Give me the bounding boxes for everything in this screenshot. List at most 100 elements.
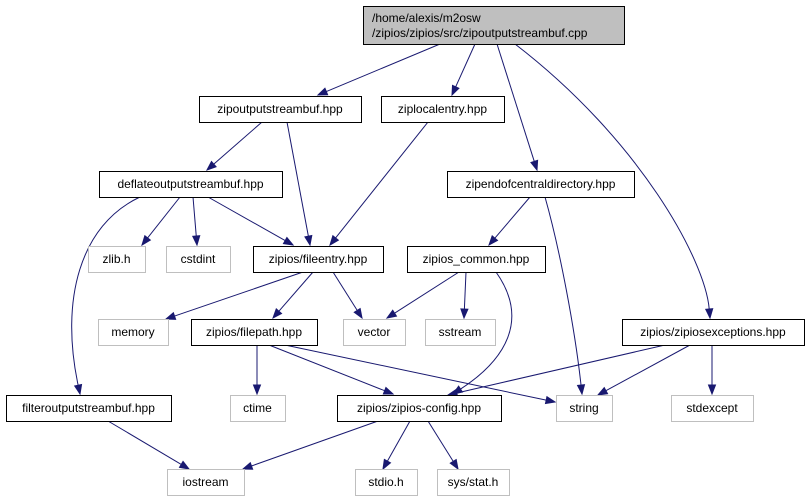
- arrowhead: [164, 311, 177, 320]
- edge-root-to-zipendofcentraldirectory_hpp: [496, 43, 539, 172]
- edge-zipendofcentraldirectory_hpp-to-zipios_common_hpp: [488, 196, 531, 247]
- arrowhead: [252, 384, 262, 396]
- node-label: zipendofcentraldirectory.hpp: [466, 177, 616, 191]
- node-box: [671, 395, 754, 422]
- edge-filepath_hpp-to-ctime: [252, 345, 262, 396]
- edge-zipiosexceptions_hpp-to-stdexcept: [707, 345, 717, 396]
- node-ctime: ctime: [230, 395, 286, 422]
- arrowhead: [178, 460, 191, 470]
- edge-line: [107, 420, 182, 465]
- edge-zipios_config_hpp-to-iostream: [241, 420, 379, 470]
- edge-zipiosexceptions_hpp-to-string: [596, 344, 691, 396]
- node-label: sstream: [439, 325, 482, 339]
- arrowhead: [530, 159, 539, 172]
- edge-filepath_hpp-to-zipios_config_hpp: [268, 344, 395, 395]
- edge-line: [207, 196, 286, 242]
- arrowhead: [73, 383, 83, 396]
- edge-line: [514, 43, 710, 310]
- edge-deflateoutputstreambuf_hpp-to-fileentry_hpp: [207, 196, 295, 246]
- arrowhead: [596, 386, 609, 396]
- node-box: [343, 319, 406, 346]
- edge-line: [251, 420, 379, 467]
- node-zipiosexceptions-hpp[interactable]: zipios/zipiosexceptions.hpp: [622, 319, 805, 346]
- node-deflateoutputstreambuf-hpp[interactable]: deflateoutputstreambuf.hpp: [99, 171, 283, 198]
- edge-line: [326, 43, 441, 92]
- node-label: zipoutputstreambuf.hpp: [217, 102, 343, 116]
- node-box: [381, 96, 505, 123]
- node-box: [447, 171, 635, 198]
- node-box: [230, 395, 286, 422]
- edge-root-to-zipiosexceptions_hpp: [514, 43, 714, 320]
- node-label: memory: [111, 325, 154, 339]
- node-label: ctime: [243, 401, 272, 415]
- edge-zipios_common_hpp-to-vector: [385, 271, 460, 319]
- edge-deflateoutputstreambuf_hpp-to-zlib_h: [141, 196, 181, 247]
- arrowhead: [449, 458, 459, 471]
- node-box: [199, 96, 362, 123]
- node-zipios-config-hpp[interactable]: zipios/zipios-config.hpp: [337, 395, 502, 422]
- arrowhead: [382, 458, 392, 471]
- edges-layer: [71, 43, 717, 471]
- edge-line: [213, 121, 263, 165]
- edge-line: [174, 271, 304, 317]
- node-string: string: [556, 395, 613, 422]
- edge-line: [544, 196, 582, 386]
- node-label: iostream: [182, 475, 228, 489]
- node-sstream: sstream: [425, 319, 496, 346]
- node-ziplocalentry-hpp[interactable]: ziplocalentry.hpp: [381, 96, 505, 123]
- edge-line: [386, 420, 411, 462]
- edge-line: [278, 271, 314, 312]
- node-filteroutputstreambuf-hpp[interactable]: filteroutputstreambuf.hpp: [6, 395, 172, 422]
- edge-line: [268, 344, 385, 392]
- arrowhead: [272, 308, 283, 320]
- edge-line: [496, 43, 535, 162]
- node-iostream: iostream: [167, 469, 245, 496]
- edge-line: [463, 271, 467, 310]
- node-vector: vector: [343, 319, 406, 346]
- node-label: stdexcept: [686, 401, 738, 415]
- node-box: [99, 171, 283, 198]
- node-box: [363, 6, 625, 45]
- edge-line: [335, 121, 429, 239]
- node-label: filteroutputstreambuf.hpp: [22, 401, 155, 415]
- node-stdio-h: stdio.h: [355, 469, 418, 496]
- node-zipios-common-hpp[interactable]: zipios_common.hpp: [407, 246, 546, 273]
- edge-line: [71, 196, 141, 386]
- edge-line: [456, 344, 666, 394]
- edge-zipios_config_hpp-to-sys_stat_h: [427, 420, 459, 471]
- edge-line: [286, 121, 309, 237]
- node-label: cstdint: [181, 252, 216, 266]
- node-memory: memory: [98, 319, 169, 346]
- edge-zipendofcentraldirectory_hpp-to-string: [544, 196, 586, 396]
- node-label: zipios/filepath.hpp: [206, 325, 302, 339]
- node-box: [191, 319, 318, 346]
- node-box: [6, 395, 172, 422]
- node-box: [437, 469, 510, 496]
- node-box: [253, 246, 384, 273]
- edge-zipios_common_hpp-to-sstream: [460, 271, 469, 320]
- arrowhead: [304, 234, 313, 247]
- node-fileentry-hpp[interactable]: zipios/fileentry.hpp: [253, 246, 384, 273]
- node-box: [166, 246, 231, 273]
- arrowhead: [460, 308, 469, 320]
- edge-line: [460, 271, 513, 390]
- node-cstdint: cstdint: [166, 246, 231, 273]
- arrowhead: [704, 308, 714, 320]
- node-label: string: [569, 401, 598, 415]
- edge-ziplocalentry_hpp-to-fileentry_hpp: [329, 121, 429, 247]
- edge-zipiosexceptions_hpp-to-zipios_config_hpp: [446, 344, 666, 397]
- node-zipoutputstreambuf-hpp[interactable]: zipoutputstreambuf.hpp: [199, 96, 362, 123]
- edge-line: [332, 271, 358, 311]
- edge-root-to-ziplocalentry_hpp: [451, 43, 476, 97]
- node-label: zipios/fileentry.hpp: [269, 252, 368, 266]
- node-root[interactable]: /home/alexis/m2osw/zipios/zipios/src/zip…: [363, 6, 625, 45]
- node-label: /zipios/zipios/src/zipoutputstreambuf.cp…: [372, 26, 588, 40]
- edge-line: [147, 196, 181, 239]
- node-label: zipios_common.hpp: [423, 252, 530, 266]
- arrowhead: [451, 84, 460, 97]
- arrowhead: [707, 384, 717, 396]
- node-filepath-hpp[interactable]: zipios/filepath.hpp: [191, 319, 318, 346]
- node-zipendofcentraldirectory-hpp[interactable]: zipendofcentraldirectory.hpp: [447, 171, 635, 198]
- edge-fileentry_hpp-to-filepath_hpp: [272, 271, 314, 320]
- edge-line: [455, 43, 476, 88]
